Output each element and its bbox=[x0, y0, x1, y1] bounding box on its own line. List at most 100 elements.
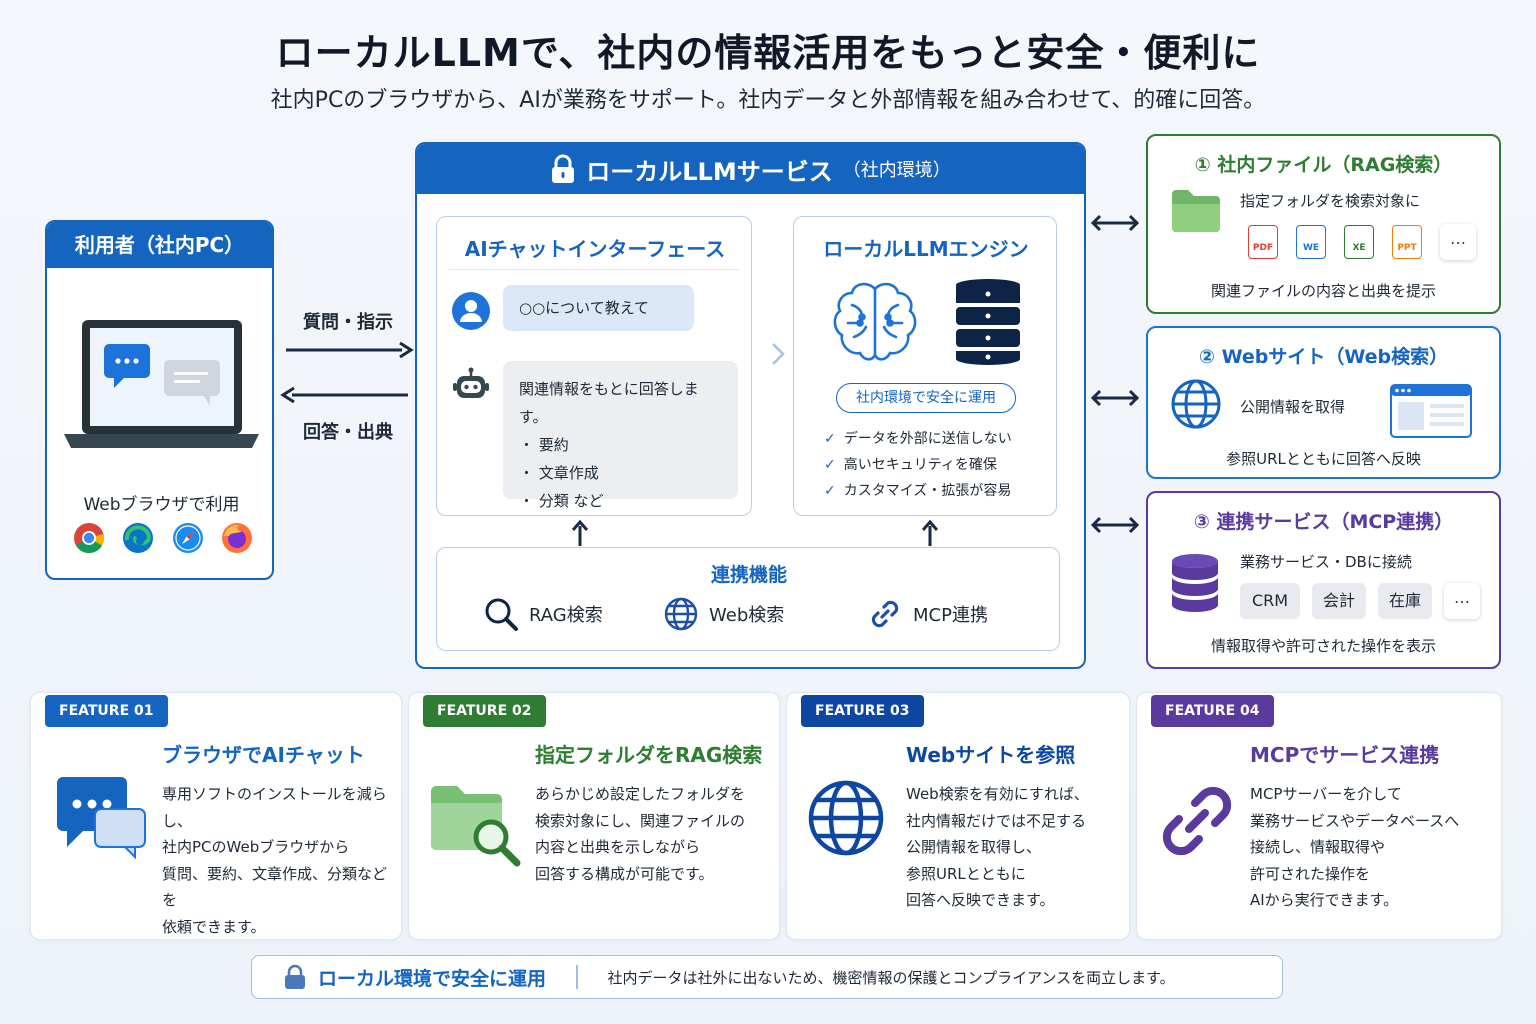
local-llm-service-note: （社内環境） bbox=[842, 160, 951, 181]
footer-text: 社内データは社外に出ないため、機密情報の保護とコンプライアンスを両立します。 bbox=[607, 968, 1175, 987]
website-box: ② Webサイト（Web検索） 公開情報を取得 参照URLとともに回答へ反映 bbox=[1146, 326, 1501, 479]
divider bbox=[449, 269, 739, 270]
page-subtitle: 社内PCのブラウザから、AIが業務をサポート。社内データと外部情報を組み合わせて… bbox=[270, 88, 1266, 113]
bot-item-summary: ・ 要約 bbox=[519, 436, 569, 454]
website-footer: 参照URLとともに回答へ反映 bbox=[1226, 450, 1421, 468]
file-type-row: PDF WE XE PPT … bbox=[1248, 224, 1476, 260]
feature-card-01: FEATURE 01 ブラウザでAIチャット 専用ソフトのインストールを減らし、… bbox=[30, 692, 402, 940]
website-title: ② Webサイト（Web検索） bbox=[1198, 346, 1449, 368]
integration-functions-panel: 連携機能 RAG検索 Web検索 MCP連携 bbox=[436, 547, 1060, 651]
chat-bubbles-icon bbox=[57, 777, 146, 859]
browser-label: Webブラウザで利用 bbox=[83, 495, 240, 515]
feature-badge: FEATURE 04 bbox=[1151, 695, 1274, 727]
user-message-bubble: ○○について教えて bbox=[503, 285, 694, 331]
footer-title: ローカル環境で安全に運用 bbox=[318, 967, 547, 990]
feature-card-03: FEATURE 03 Webサイトを参照 Web検索を有効にすれば、 社内情報だ… bbox=[786, 692, 1130, 940]
feature-description: MCPサーバーを介して 業務サービスやデータベースへ 接続し、情報取得や 許可さ… bbox=[1250, 785, 1460, 909]
feature-card-02: FEATURE 02 指定フォルダをRAG検索 あらかじめ設定したフォルダを 検… bbox=[408, 692, 780, 940]
user-pc-title: 利用者（社内PC） bbox=[47, 222, 272, 268]
folder-icon bbox=[1172, 190, 1220, 232]
check-icon: ✓ bbox=[824, 431, 836, 447]
rag-search-function: RAG検索 bbox=[483, 596, 603, 632]
feature-badge: FEATURE 03 bbox=[801, 695, 924, 727]
globe-icon bbox=[808, 780, 884, 856]
database-icon bbox=[1172, 554, 1218, 612]
feature-badge: FEATURE 02 bbox=[423, 695, 546, 727]
bot-item-writing: ・ 文章作成 bbox=[519, 464, 599, 482]
chat-interface-title: AIチャットインターフェース bbox=[464, 237, 726, 261]
response-label: 回答・出典 bbox=[303, 422, 393, 443]
feature-title: MCPでサービス連携 bbox=[1250, 743, 1440, 767]
bot-intro: 関連情報をもとに回答します。 bbox=[519, 380, 699, 426]
chat-interface-panel: AIチャットインターフェース ○○について教えて 関連情報をもとに回答します。 … bbox=[436, 216, 752, 516]
local-llm-service-header: ローカルLLMサービス （社内環境） bbox=[417, 144, 1084, 194]
inventory-tag: 在庫 bbox=[1378, 583, 1432, 619]
folder-search-icon bbox=[431, 786, 521, 867]
word-file-icon: WE bbox=[1296, 225, 1326, 259]
feature-description: あらかじめ設定したフォルダを 検索対象にし、関連ファイルの 内容と出典を示しなが… bbox=[535, 785, 746, 883]
feature-title: ブラウザでAIチャット bbox=[162, 743, 365, 767]
mcp-function: MCP連携 bbox=[867, 596, 988, 632]
internal-files-box: ① 社内ファイル（RAG検索） 指定フォルダを検索対象に PDF WE XE P… bbox=[1146, 134, 1501, 314]
bidirectional-arrow bbox=[1090, 516, 1140, 534]
feature-description: 専用ソフトのインストールを減らし、 社内PCのWebブラウザから 質問、要約、文… bbox=[162, 785, 388, 936]
chrome-icon bbox=[74, 523, 105, 553]
internal-files-title: ① 社内ファイル（RAG検索） bbox=[1194, 154, 1453, 176]
feature-title: 指定フォルダをRAG検索 bbox=[535, 743, 763, 767]
linked-services-footer: 情報取得や許可された操作を表示 bbox=[1210, 637, 1436, 655]
check-item: ✓カスタマイズ・拡張が容易 bbox=[824, 483, 1012, 499]
safari-icon bbox=[172, 523, 203, 553]
search-icon bbox=[485, 598, 518, 631]
feature-card-04: FEATURE 04 MCPでサービス連携 MCPサーバーを介して 業務サービス… bbox=[1136, 692, 1502, 940]
robot-icon bbox=[453, 367, 489, 398]
lock-icon bbox=[285, 964, 305, 989]
up-arrow bbox=[571, 520, 589, 546]
more-icon: … bbox=[1440, 224, 1476, 260]
feature-badge: FEATURE 01 bbox=[45, 695, 168, 727]
engine-check-list: ✓データを外部に送信しない ✓高いセキュリティを確保 ✓カスタマイズ・拡張が容易 bbox=[824, 426, 1012, 504]
footer-divider bbox=[576, 965, 578, 989]
footer-banner: ローカル環境で安全に運用 社内データは社外に出ないため、機密情報の保護とコンプラ… bbox=[251, 955, 1283, 999]
edge-icon bbox=[123, 523, 154, 553]
local-llm-service-title: ローカルLLMサービス bbox=[586, 157, 833, 186]
request-label: 質問・指示 bbox=[303, 312, 393, 333]
service-tag-row: CRM 会計 在庫 … bbox=[1240, 583, 1480, 619]
user-pc-box: 利用者（社内PC） Webブラウザで利用 bbox=[45, 220, 274, 580]
internal-files-footer: 関連ファイルの内容と出典を提示 bbox=[1210, 282, 1436, 300]
internal-files-text: 指定フォルダを検索対象に bbox=[1240, 192, 1421, 210]
globe-icon bbox=[664, 597, 698, 631]
browser-icon-row bbox=[73, 522, 253, 554]
check-icon: ✓ bbox=[824, 483, 836, 499]
bot-item-classify: ・ 分類 など bbox=[519, 492, 604, 510]
bidirectional-arrow bbox=[1090, 389, 1140, 407]
brain-icon bbox=[833, 282, 917, 361]
excel-file-icon: XE bbox=[1344, 225, 1374, 259]
integration-functions-title: 連携機能 bbox=[710, 564, 787, 586]
secure-env-pill: 社内環境で安全に運用 bbox=[836, 383, 1016, 413]
server-icon bbox=[956, 279, 1020, 365]
crm-tag: CRM bbox=[1240, 583, 1300, 619]
llm-engine-panel: ローカルLLMエンジン 社内環境で安全に運用 ✓データを外部に送信しない ✓高い… bbox=[793, 216, 1057, 516]
response-arrow bbox=[280, 386, 408, 404]
feature-description: Web検索を有効にすれば、 社内情報だけでは不足する 公開情報を取得し、 参照U… bbox=[906, 785, 1089, 909]
website-text: 公開情報を取得 bbox=[1240, 398, 1346, 416]
accounting-tag: 会計 bbox=[1312, 583, 1366, 619]
llm-engine-title: ローカルLLMエンジン bbox=[823, 237, 1029, 261]
bidirectional-arrow bbox=[1090, 214, 1140, 232]
linked-services-box: ③ 連携サービス（MCP連携） 業務サービス・DBに接続 CRM 会計 在庫 …… bbox=[1146, 491, 1501, 669]
laptop-icon bbox=[64, 320, 259, 448]
chevron-right-icon bbox=[772, 343, 785, 365]
ppt-file-icon: PPT bbox=[1392, 225, 1422, 259]
web-search-function: Web検索 bbox=[663, 596, 784, 632]
link-icon bbox=[871, 600, 899, 628]
check-item: ✓高いセキュリティを確保 bbox=[824, 457, 997, 473]
pdf-file-icon: PDF bbox=[1248, 225, 1278, 259]
up-arrow bbox=[921, 520, 939, 546]
linked-services-text: 業務サービス・DBに接続 bbox=[1240, 553, 1412, 571]
check-item: ✓データを外部に送信しない bbox=[824, 431, 1012, 447]
user-avatar-icon bbox=[452, 292, 490, 330]
firefox-icon bbox=[221, 523, 252, 553]
bot-message-bubble: 関連情報をもとに回答します。 ・ 要約 ・ 文章作成 ・ 分類 など bbox=[503, 361, 738, 510]
link-icon bbox=[1162, 786, 1232, 856]
lock-icon bbox=[552, 154, 575, 183]
